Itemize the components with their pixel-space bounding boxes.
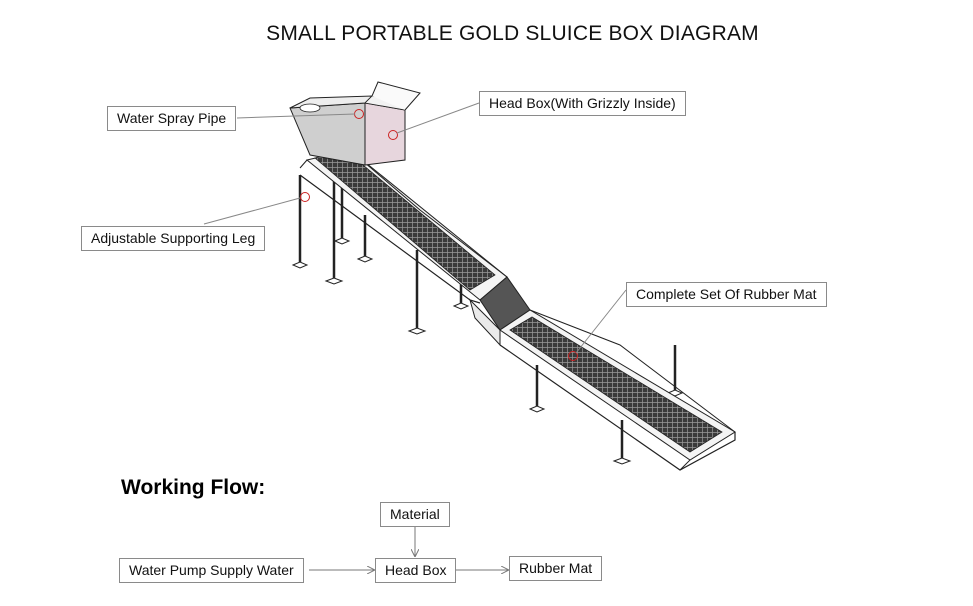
callout-rubber-mat: Complete Set Of Rubber Mat bbox=[626, 282, 827, 307]
flow-node-water-pump: Water Pump Supply Water bbox=[119, 558, 304, 583]
callout-supporting-leg: Adjustable Supporting Leg bbox=[81, 226, 266, 251]
flow-node-rubber-mat: Rubber Mat bbox=[509, 556, 603, 581]
callout-water-spray-pipe: Water Spray Pipe bbox=[107, 106, 237, 131]
leader-lines bbox=[203, 102, 627, 354]
drop-section bbox=[469, 276, 531, 347]
flow-arrows bbox=[309, 527, 508, 570]
red-markers bbox=[300, 109, 578, 361]
callout-head-box: Head Box(With Grizzly Inside) bbox=[479, 91, 686, 116]
leg-feet bbox=[291, 237, 684, 465]
diagram-title: SMALL PORTABLE GOLD SLUICE BOX DIAGRAM bbox=[266, 22, 759, 45]
flow-node-head-box: Head Box bbox=[375, 558, 457, 583]
head-box bbox=[289, 81, 421, 166]
working-flow-heading: Working Flow: bbox=[121, 476, 266, 499]
support-legs bbox=[298, 150, 677, 460]
lower-channel bbox=[499, 309, 736, 471]
flow-node-material: Material bbox=[380, 502, 450, 527]
